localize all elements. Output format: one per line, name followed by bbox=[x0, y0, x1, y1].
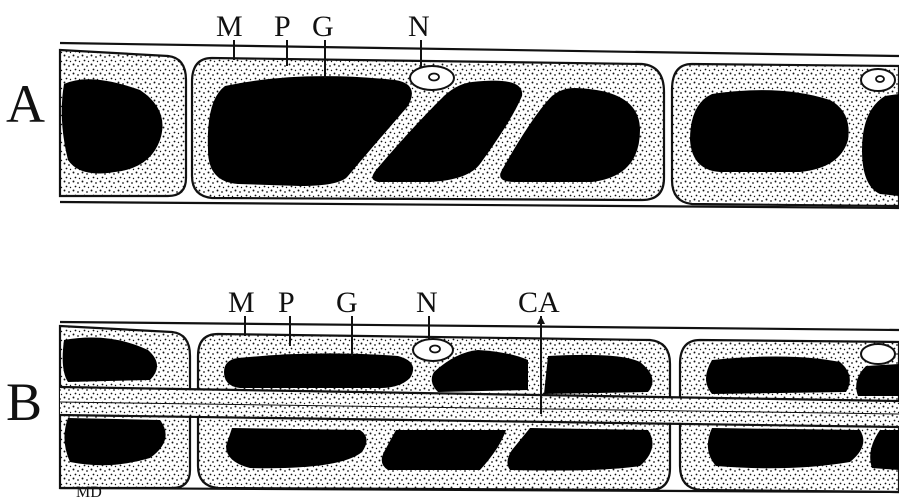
label-b-g: G bbox=[336, 286, 358, 319]
label-b-p: P bbox=[278, 286, 295, 319]
panel-b-letter: B bbox=[6, 372, 42, 432]
label-a-g: G bbox=[312, 10, 334, 43]
label-a-n: N bbox=[408, 10, 430, 43]
chloroplast-b-right-bottom bbox=[708, 428, 864, 468]
label-a-m: M bbox=[216, 10, 243, 43]
nucleus-b-right bbox=[861, 344, 895, 364]
label-b-ca: CA bbox=[518, 286, 560, 319]
chloroplast-b-center-bottom-3 bbox=[507, 428, 652, 471]
nucleus-a-right bbox=[861, 69, 895, 91]
chloroplast-b-center-top-1 bbox=[224, 353, 413, 388]
chloroplast-b-right-top bbox=[706, 356, 850, 394]
label-b-n: N bbox=[416, 286, 438, 319]
panel-a: A M P G N bbox=[6, 10, 899, 208]
chloroplast-b-center-top-3 bbox=[544, 355, 653, 394]
panel-a-letter: A bbox=[6, 74, 45, 134]
label-a-p: P bbox=[274, 10, 291, 43]
chloroplast-a-right-1 bbox=[690, 90, 849, 172]
artist-signature: MD bbox=[76, 484, 102, 500]
nucleus-a bbox=[410, 66, 454, 90]
label-b-m: M bbox=[228, 286, 255, 319]
nucleus-b bbox=[413, 339, 453, 361]
panel-b: B M P G N bbox=[6, 286, 899, 500]
